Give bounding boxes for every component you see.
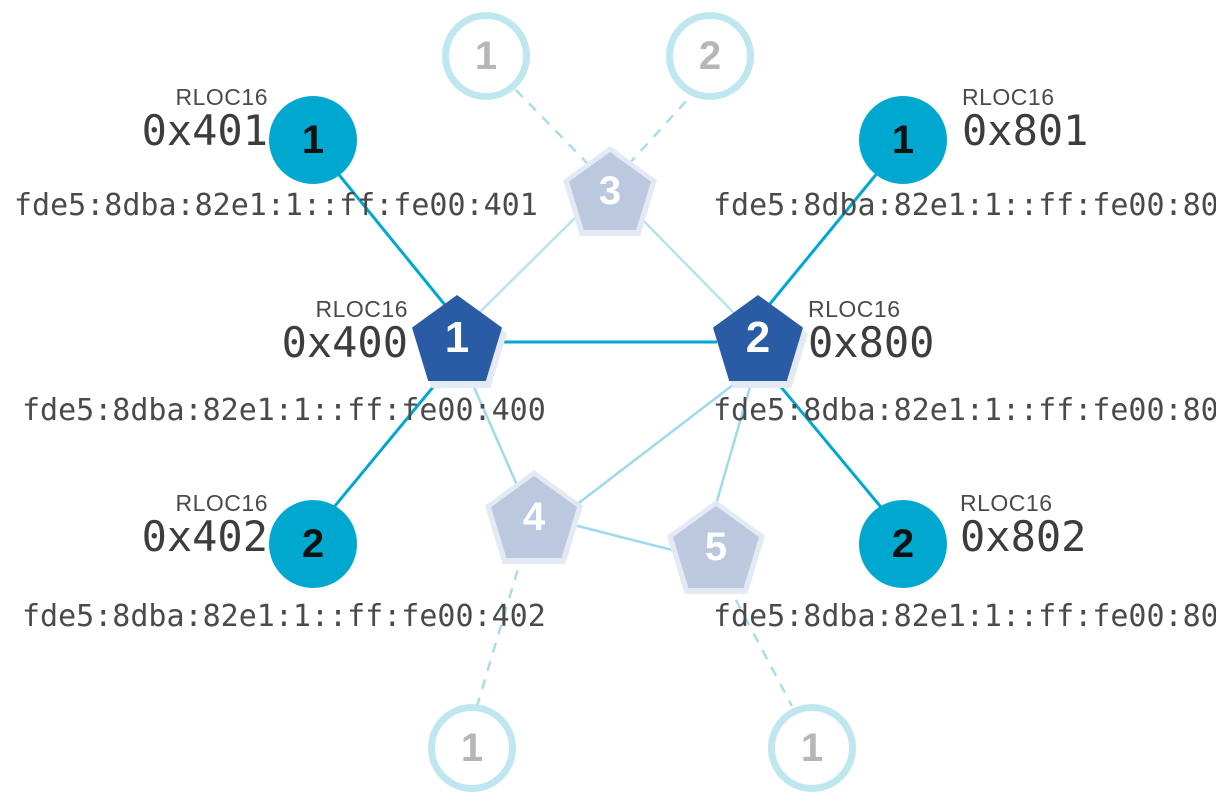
address-child-801: fde5:8dba:82e1:1::ff:fe00:801: [713, 188, 1216, 223]
label-child-801: RLOC16 0x801: [962, 86, 1212, 153]
node-child-top-left[interactable]: 1: [442, 12, 530, 100]
rloc16-caption: RLOC16: [808, 296, 901, 322]
rloc16-caption: RLOC16: [175, 84, 268, 110]
node-number: 4: [522, 495, 546, 539]
node-number: 2: [745, 313, 771, 362]
rloc16-caption: RLOC16: [315, 296, 408, 322]
label-child-402: RLOC16 0x402: [10, 492, 268, 559]
node-number: 1: [460, 726, 484, 770]
link-router5-child-bottom-right: [725, 582, 794, 707]
rloc16-value: 0x801: [962, 106, 1089, 155]
node-number: 1: [301, 118, 325, 162]
address-child-401: fde5:8dba:82e1:1::ff:fe00:401: [14, 188, 538, 223]
rloc16-value: 0x402: [141, 512, 268, 561]
link-router4-router5: [565, 521, 677, 553]
address-child-402: fde5:8dba:82e1:1::ff:fe00:402: [22, 599, 546, 634]
rloc16-caption: RLOC16: [962, 84, 1055, 110]
link-router800-router3: [627, 204, 736, 315]
node-number: 2: [698, 34, 722, 78]
link-child801-router800: [767, 159, 890, 306]
node-child-801[interactable]: 1: [859, 96, 947, 184]
label-router-800: RLOC16 0x800: [808, 298, 1068, 365]
rloc16-value: 0x802: [960, 512, 1087, 561]
node-child-401[interactable]: 1: [269, 96, 357, 184]
node-number: 2: [891, 522, 915, 566]
link-child802-router800: [769, 374, 892, 519]
rloc16-value: 0x400: [281, 318, 408, 367]
address-child-802: fde5:8dba:82e1:1::ff:fe00:802: [713, 599, 1216, 634]
label-child-401: RLOC16 0x401: [10, 86, 268, 153]
rloc16-value: 0x401: [141, 106, 268, 155]
link-router800-router4: [562, 377, 743, 516]
node-number: 3: [598, 169, 622, 213]
link-router800-router5: [710, 379, 754, 519]
link-child401-router400: [325, 159, 447, 306]
rloc16-caption: RLOC16: [960, 490, 1053, 516]
rloc16-caption: RLOC16: [175, 490, 268, 516]
node-number: 1: [474, 34, 498, 78]
link-router4-child-bottom-left: [475, 551, 525, 707]
link-child402-router400: [323, 374, 445, 519]
label-router-400: RLOC16 0x400: [150, 298, 408, 365]
node-number: 1: [800, 726, 824, 770]
address-router-800: fde5:8dba:82e1:1::ff:fe00:800: [713, 393, 1216, 428]
label-child-802: RLOC16 0x802: [960, 492, 1210, 559]
node-child-bottom-right[interactable]: 1: [768, 704, 856, 792]
node-number: 1: [891, 118, 915, 162]
node-child-bottom-left[interactable]: 1: [428, 704, 516, 792]
link-router400-router3: [477, 204, 589, 315]
node-child-top-right[interactable]: 2: [666, 12, 754, 100]
node-number: 5: [704, 525, 728, 569]
link-router400-router4: [468, 377, 522, 493]
node-child-802[interactable]: 2: [859, 500, 947, 588]
node-number: 2: [301, 522, 325, 566]
address-router-400: fde5:8dba:82e1:1::ff:fe00:400: [22, 393, 546, 428]
rloc16-value: 0x800: [808, 318, 935, 367]
node-number: 1: [444, 313, 470, 362]
node-child-402[interactable]: 2: [269, 500, 357, 588]
